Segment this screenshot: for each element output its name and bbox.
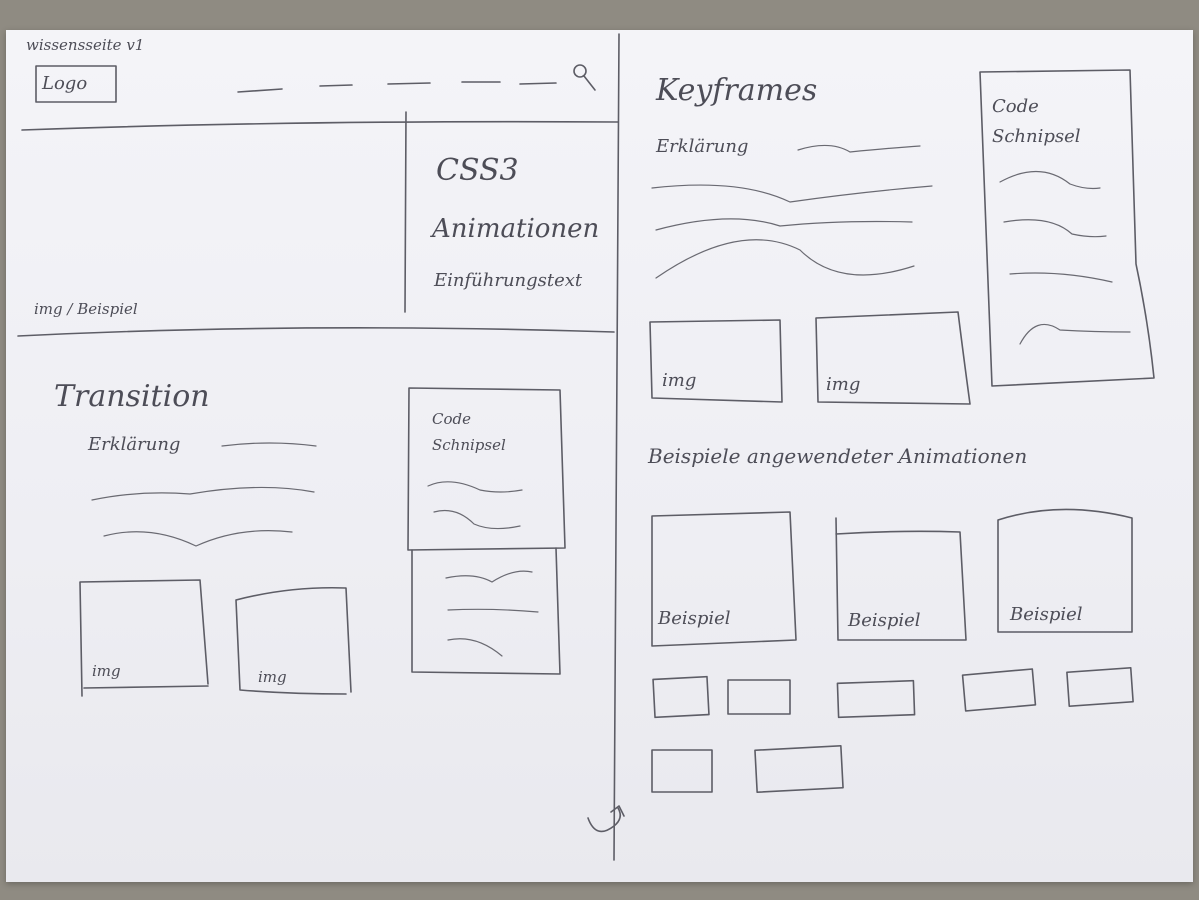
thumbnail-grid — [651, 667, 1134, 794]
keyframes-code-label-1: Code — [992, 96, 1039, 117]
examples-heading: Beispiele angewendeter Animationen — [648, 444, 1028, 468]
hero-title-line1: CSS3 — [436, 153, 519, 188]
keyframes-image-2-label: img — [826, 374, 861, 395]
thumbnail-1 — [652, 675, 710, 719]
search-icon — [573, 64, 596, 91]
transition-image-2 — [235, 586, 352, 695]
transition-code-box-top — [407, 387, 566, 551]
transition-image-1-label: img — [92, 662, 121, 680]
thumbnail-2 — [727, 679, 791, 715]
example-card-1-label[interactable]: Beispiel — [658, 608, 731, 629]
keyframes-explanation-label: Erklärung — [656, 136, 749, 157]
example-card-2 — [835, 517, 967, 641]
example-card-2-label[interactable]: Beispiel — [848, 610, 921, 631]
keyframes-image-1-label: img — [662, 370, 697, 391]
example-card-3 — [997, 508, 1133, 633]
header-separator — [21, 120, 619, 131]
thumbnail-6 — [651, 749, 713, 793]
site-title: wissensseite v1 — [26, 36, 145, 54]
transition-text-lines — [91, 442, 317, 547]
transition-code-label-2: Schnipsel — [432, 436, 506, 454]
thumbnail-5 — [1066, 667, 1134, 707]
keyframes-image-2 — [815, 311, 971, 405]
hero-vertical-divider — [404, 111, 407, 313]
transition-code-label-1: Code — [432, 410, 471, 428]
transition-image-1 — [79, 579, 209, 697]
transition-code-box-bottom — [411, 547, 561, 675]
keyframes-image-1 — [649, 319, 783, 403]
page-divider — [613, 33, 620, 861]
back-to-top-arrow-icon — [587, 805, 625, 833]
example-card-3-label[interactable]: Beispiel — [1010, 604, 1083, 625]
paper-sheet — [6, 30, 1193, 882]
transition-image-2-label: img — [258, 668, 287, 686]
keyframes-heading: Keyframes — [656, 73, 818, 108]
transition-explanation-label: Erklärung — [88, 434, 181, 455]
hero-bottom-line — [17, 327, 615, 337]
hero-image-label: img / Beispiel — [34, 300, 138, 318]
thumbnail-4 — [961, 668, 1037, 712]
logo-label[interactable]: Logo — [42, 73, 88, 94]
hero-intro-text: Einführungstext — [434, 270, 583, 291]
thumbnail-3 — [836, 679, 916, 719]
nav-menu-lines — [237, 81, 557, 93]
keyframes-code-box — [979, 69, 1155, 387]
thumbnail-7 — [754, 744, 844, 794]
keyframes-text-lines — [651, 144, 933, 279]
logo-box — [35, 65, 117, 103]
example-card-1 — [651, 511, 797, 647]
hero-title-line2: Animationen — [432, 214, 600, 244]
transition-heading: Transition — [54, 379, 210, 414]
keyframes-code-label-2: Schnipsel — [992, 126, 1081, 147]
